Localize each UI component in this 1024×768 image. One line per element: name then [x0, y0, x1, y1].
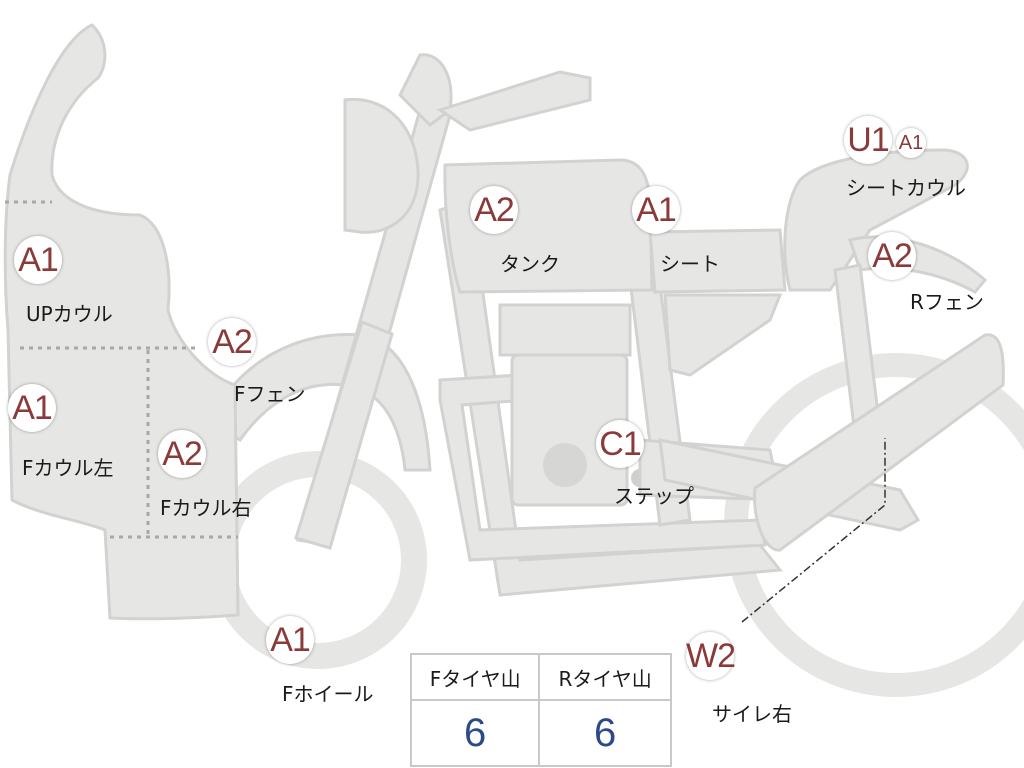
part-name-fcowl-right: Fカウル右 [160, 496, 252, 520]
part-name-rfender: Rフェン [910, 290, 984, 314]
handlebar-right-shape [436, 70, 592, 132]
tire-tread-table: Fタイヤ山 Rタイヤ山 6 6 [409, 653, 672, 767]
headlight-shape [343, 97, 420, 234]
part-name-ffender: Fフェン [234, 382, 306, 406]
part-name-step: ステップ [614, 484, 694, 508]
grade-badge-ffender: A2 [208, 318, 256, 366]
rear-tire-value: 6 [538, 699, 672, 767]
grade-badge-step: C1 [596, 420, 644, 468]
front-tire-header: Fタイヤ山 [409, 653, 541, 701]
part-name-muffler-right: サイレ右 [712, 702, 792, 726]
fork-lower-shape [294, 320, 394, 550]
part-name-fcowl-left: Fカウル左 [22, 456, 114, 480]
grade-badge-upcowl: A1 [14, 236, 62, 284]
rear-tire-header: Rタイヤ山 [538, 653, 672, 701]
engine-cover-shape [543, 443, 587, 487]
engine-head-shape [498, 303, 632, 357]
grade-badge-seat: A1 [632, 186, 680, 234]
grade-badge-muffler-right: W2 [686, 632, 736, 680]
muffler-leader-line [741, 438, 886, 623]
part-name-fwheel: Fホイール [282, 682, 374, 706]
part-name-tank: タンク [500, 252, 560, 276]
tire-table-header-row: Fタイヤ山 Rタイヤ山 [409, 653, 672, 701]
part-name-seat: シート [660, 252, 720, 276]
grade-badge-tank: A2 [470, 186, 518, 234]
side-cover-shape [663, 293, 783, 377]
part-name-upcowl: UPカウル [26, 302, 113, 326]
part-name-seatcowl: シートカウル [846, 176, 966, 200]
front-tire-value: 6 [409, 699, 541, 767]
muffler-shape [753, 333, 1005, 552]
grade-badge-fcowl-left: A1 [8, 384, 56, 432]
grade-badge-seatcowl: U1 [844, 116, 892, 164]
handlebar-shape [398, 53, 453, 127]
grade-badge-fcowl-right: A2 [158, 430, 206, 478]
seat-shape [648, 228, 787, 294]
grade-badge-seatcowl-secondary: A1 [896, 128, 926, 158]
grade-badge-rfender: A2 [868, 232, 916, 280]
grade-badge-fwheel: A1 [266, 616, 314, 664]
tire-table-value-row: 6 6 [409, 699, 672, 767]
